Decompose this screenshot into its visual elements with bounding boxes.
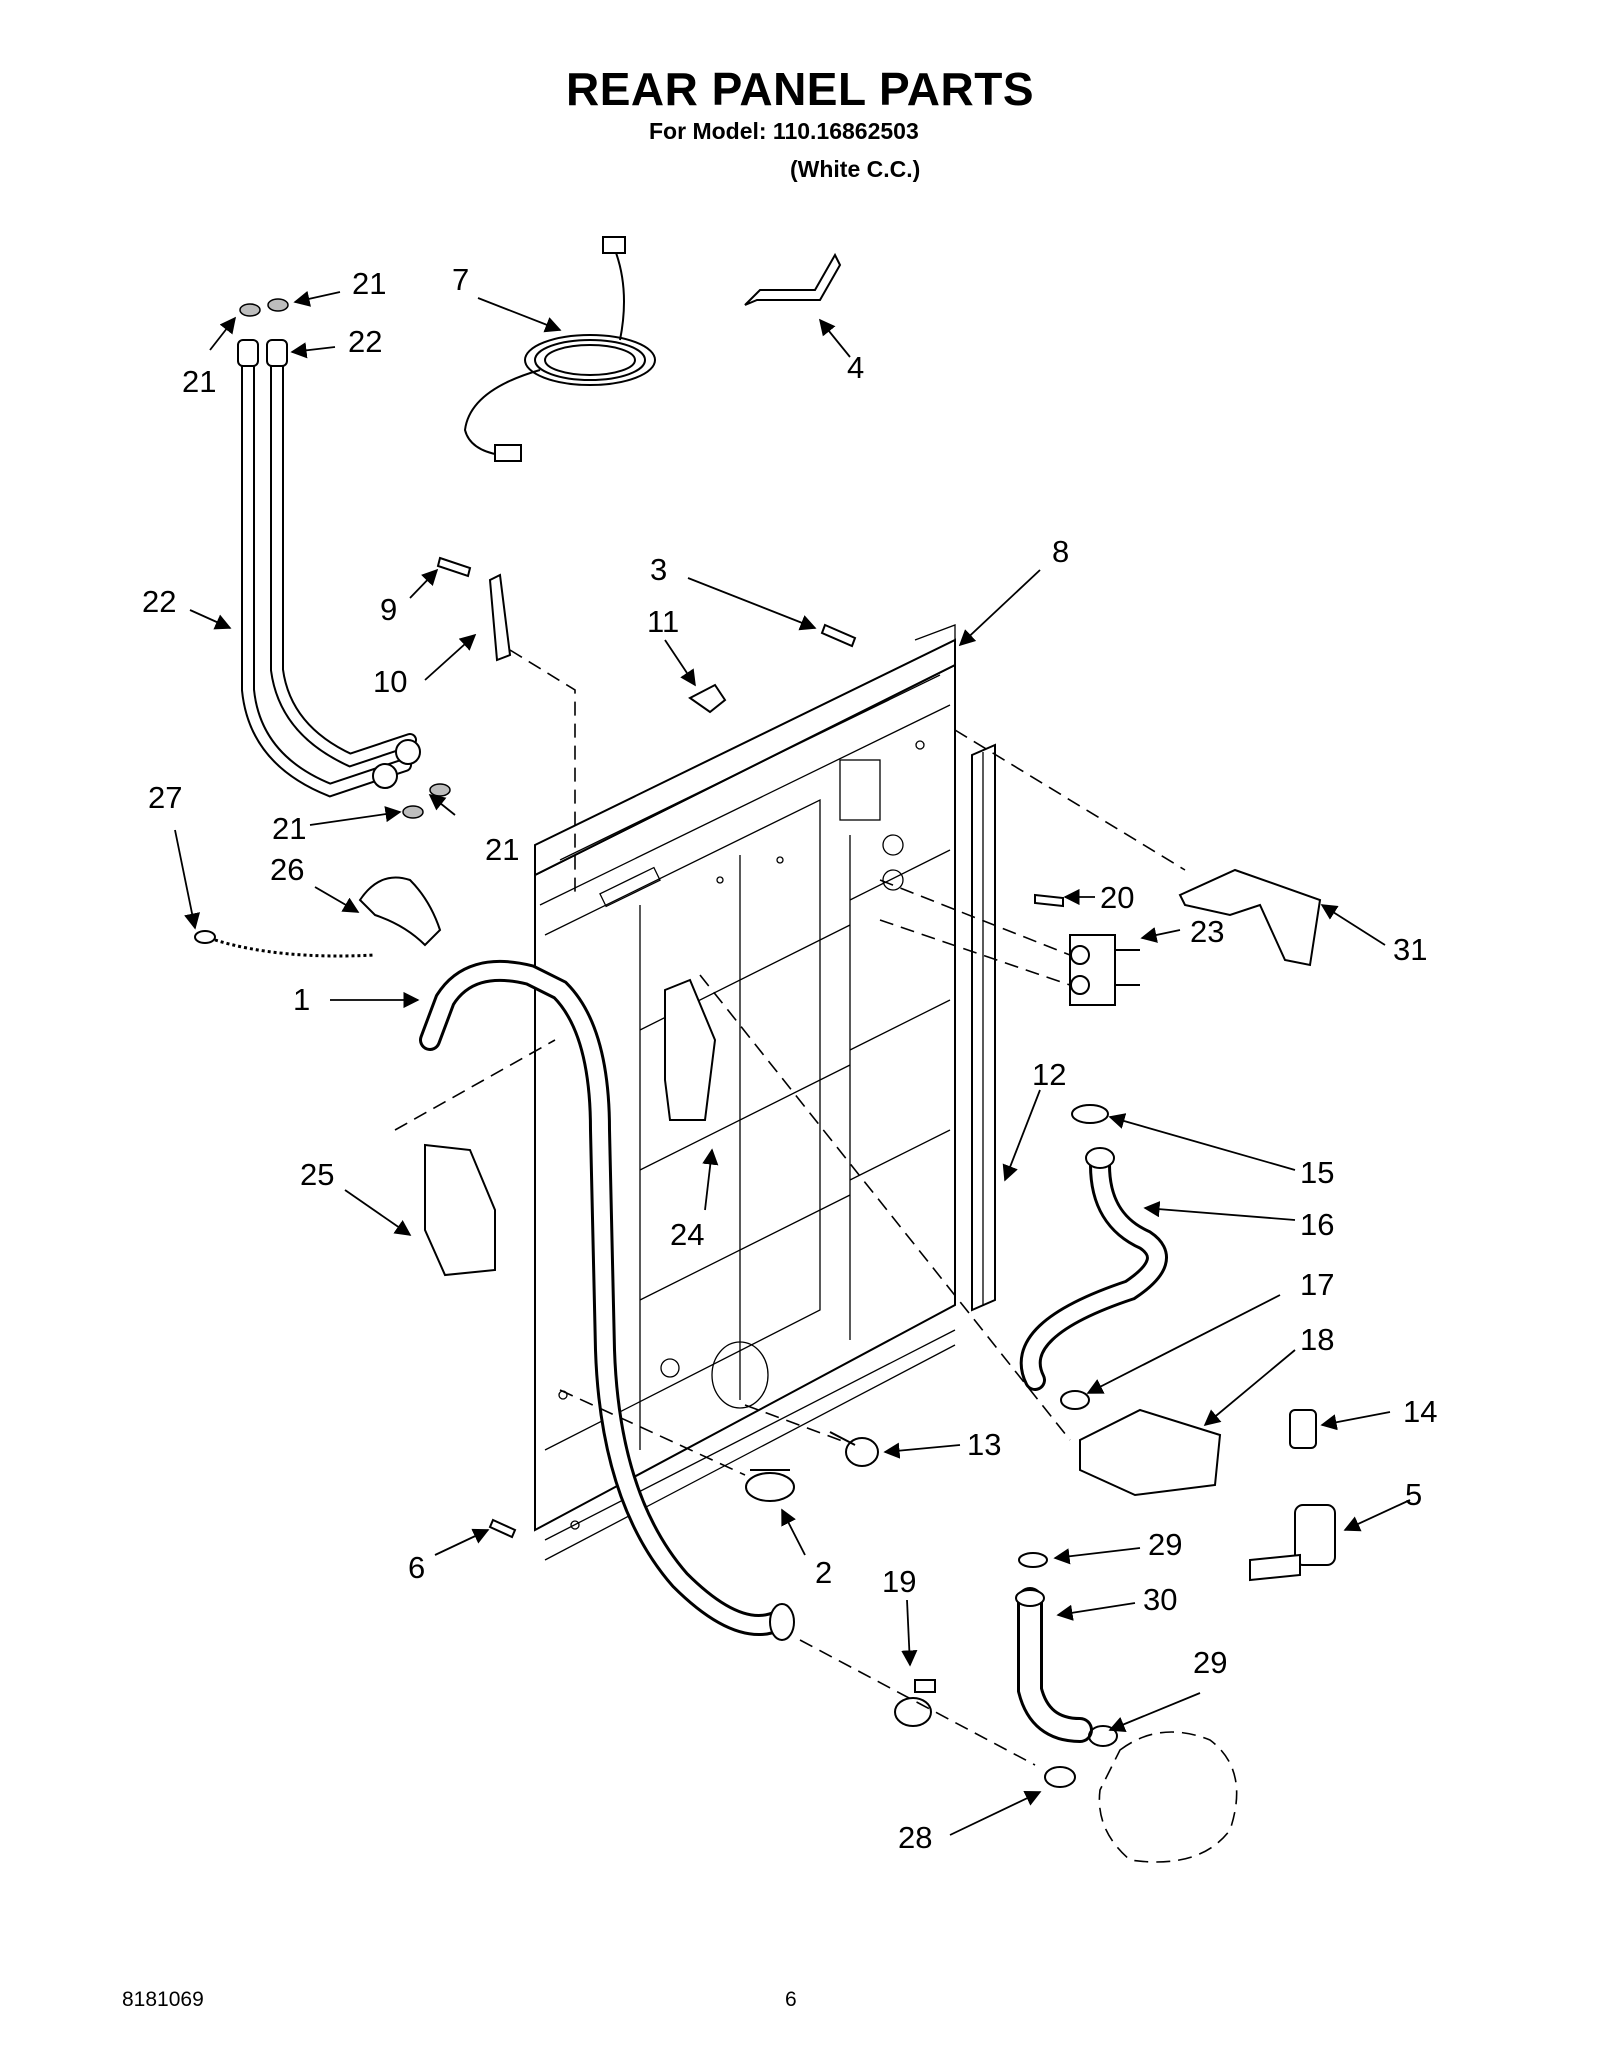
callout-14: 14 [1403,1394,1437,1429]
callout-24: 24 [670,1217,704,1252]
part-4-bracket [744,252,842,306]
callout-4: 4 [847,350,864,385]
callout-17: 17 [1300,1267,1334,1302]
callout-27: 27 [148,780,182,815]
callout-16: 16 [1300,1207,1334,1242]
page-title: REAR PANEL PARTS [565,63,1035,115]
pump-housing-outline [1098,1731,1238,1863]
page-number: 6 [785,1988,797,2011]
callout-12: 12 [1032,1057,1066,1092]
callout-21: 21 [272,811,306,846]
part-31-cover [1178,868,1322,967]
callout-7: 7 [452,262,469,297]
part-14-capacitor [1289,1409,1317,1449]
model-line: For Model: 110.16862503 [649,118,919,144]
part-8-clip [688,683,727,714]
part-11-top-bracket [914,624,956,650]
part-13-knob [829,1431,879,1467]
assembly-lines [394,649,1186,1766]
callout-19: 19 [882,1564,916,1599]
callout-9: 9 [380,592,397,627]
part-2-clamp [745,1469,795,1502]
part-27-cable-tie [194,930,376,958]
part-26-clamp [358,876,442,947]
part-16-hose [1019,1104,1168,1391]
leader-arrows [174,290,1411,1836]
callout-numbers: 21 21 22 7 4 22 9 10 3 8 11 27 21 21 26 … [142,262,1437,1855]
callout-5: 5 [1405,1477,1422,1512]
callout-21: 21 [352,266,386,301]
callout-31: 31 [1393,932,1427,967]
callout-1: 1 [293,982,310,1017]
callout-11: 8 [1052,534,1069,569]
part-5-pump [1249,1504,1336,1582]
callout-3: 3 [650,552,667,587]
callout-22: 22 [142,584,176,619]
part-18-pump-bracket [1079,1408,1222,1497]
callout-29: 29 [1193,1645,1227,1680]
part-1-drain-hose [419,959,795,1641]
callout-29: 29 [1148,1527,1182,1562]
callout-2: 2 [815,1555,832,1590]
callout-30: 30 [1143,1582,1177,1617]
callout-15: 15 [1300,1155,1334,1190]
callout-18: 18 [1300,1322,1334,1357]
part-23-water-valve [1069,934,1140,1006]
part-17-clamp [1060,1390,1090,1410]
part-21-washers [239,298,451,819]
part-22-inlet-hoses [237,339,421,798]
part-12-side-rail [971,743,996,1312]
part-25-bracket [424,1143,496,1277]
callout-21: 21 [485,832,519,867]
part-19-clamp [894,1679,936,1727]
rear-panel [534,638,956,1561]
callout-21: 21 [182,364,216,399]
callout-23: 23 [1190,914,1224,949]
callout-8: 11 [647,604,679,639]
callout-20: 20 [1100,880,1134,915]
color-line: (White C.C.) [790,156,921,182]
screws [436,556,1064,1539]
part-7-power-cord [463,236,656,462]
part-28-clamp [1044,1766,1076,1788]
callout-25: 25 [300,1157,334,1192]
part-10-strap [488,573,512,662]
callout-26: 26 [270,852,304,887]
callout-6: 6 [408,1550,425,1585]
part-24-bracket [664,978,717,1121]
document-number: 8181069 [122,1988,204,2011]
callout-10: 10 [373,664,407,699]
callout-13: 13 [967,1427,1001,1462]
part-30-pump-hose [1015,1552,1118,1747]
callout-28: 28 [898,1820,932,1855]
callout-22: 22 [348,324,382,359]
